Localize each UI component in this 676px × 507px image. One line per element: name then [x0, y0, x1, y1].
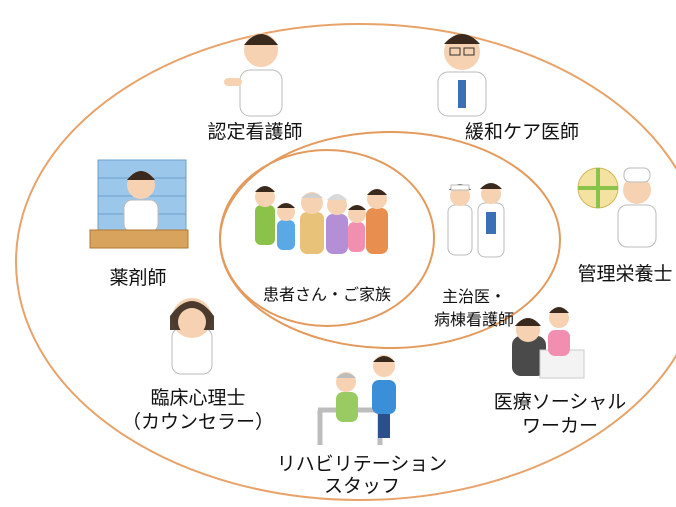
- psychologist-icon: [170, 298, 214, 375]
- label-psychologist-line1: 臨床心理士: [150, 387, 246, 409]
- label-psychologist-line2: （カウンセラー）: [121, 411, 275, 433]
- rehab-staff-icon: [317, 355, 396, 445]
- outer-ring: [15, 23, 676, 501]
- inner-ring: [219, 149, 435, 327]
- label-pharmacist: 薬剤師: [109, 267, 167, 289]
- label-rehab-line1: リハビリテーション: [276, 453, 448, 475]
- label-dietitian: 管理栄養士: [577, 263, 673, 285]
- doctor-icon: [437, 34, 487, 117]
- attending-doctor-nurse-icon: [447, 183, 505, 258]
- label-rehab-line2: スタッフ: [323, 475, 401, 497]
- label-palliative-doctor: 緩和ケア医師: [464, 121, 580, 143]
- dietitian-icon: [577, 167, 657, 248]
- nurse-icon: [224, 33, 283, 117]
- label-attending-line1: 主治医・: [441, 287, 507, 306]
- label-social-worker-line1: 医療ソーシャル: [493, 391, 627, 413]
- pharmacist-icon: [89, 159, 189, 249]
- label-social-worker-line2: ワーカー: [521, 415, 599, 437]
- label-attending-line2: 病棟看護師: [433, 310, 515, 329]
- social-worker-icon: [512, 307, 585, 379]
- label-patient-family: 患者さん・ご家族: [262, 285, 392, 304]
- label-certified-nurse: 認定看護師: [207, 121, 303, 143]
- family-icon: [255, 186, 388, 254]
